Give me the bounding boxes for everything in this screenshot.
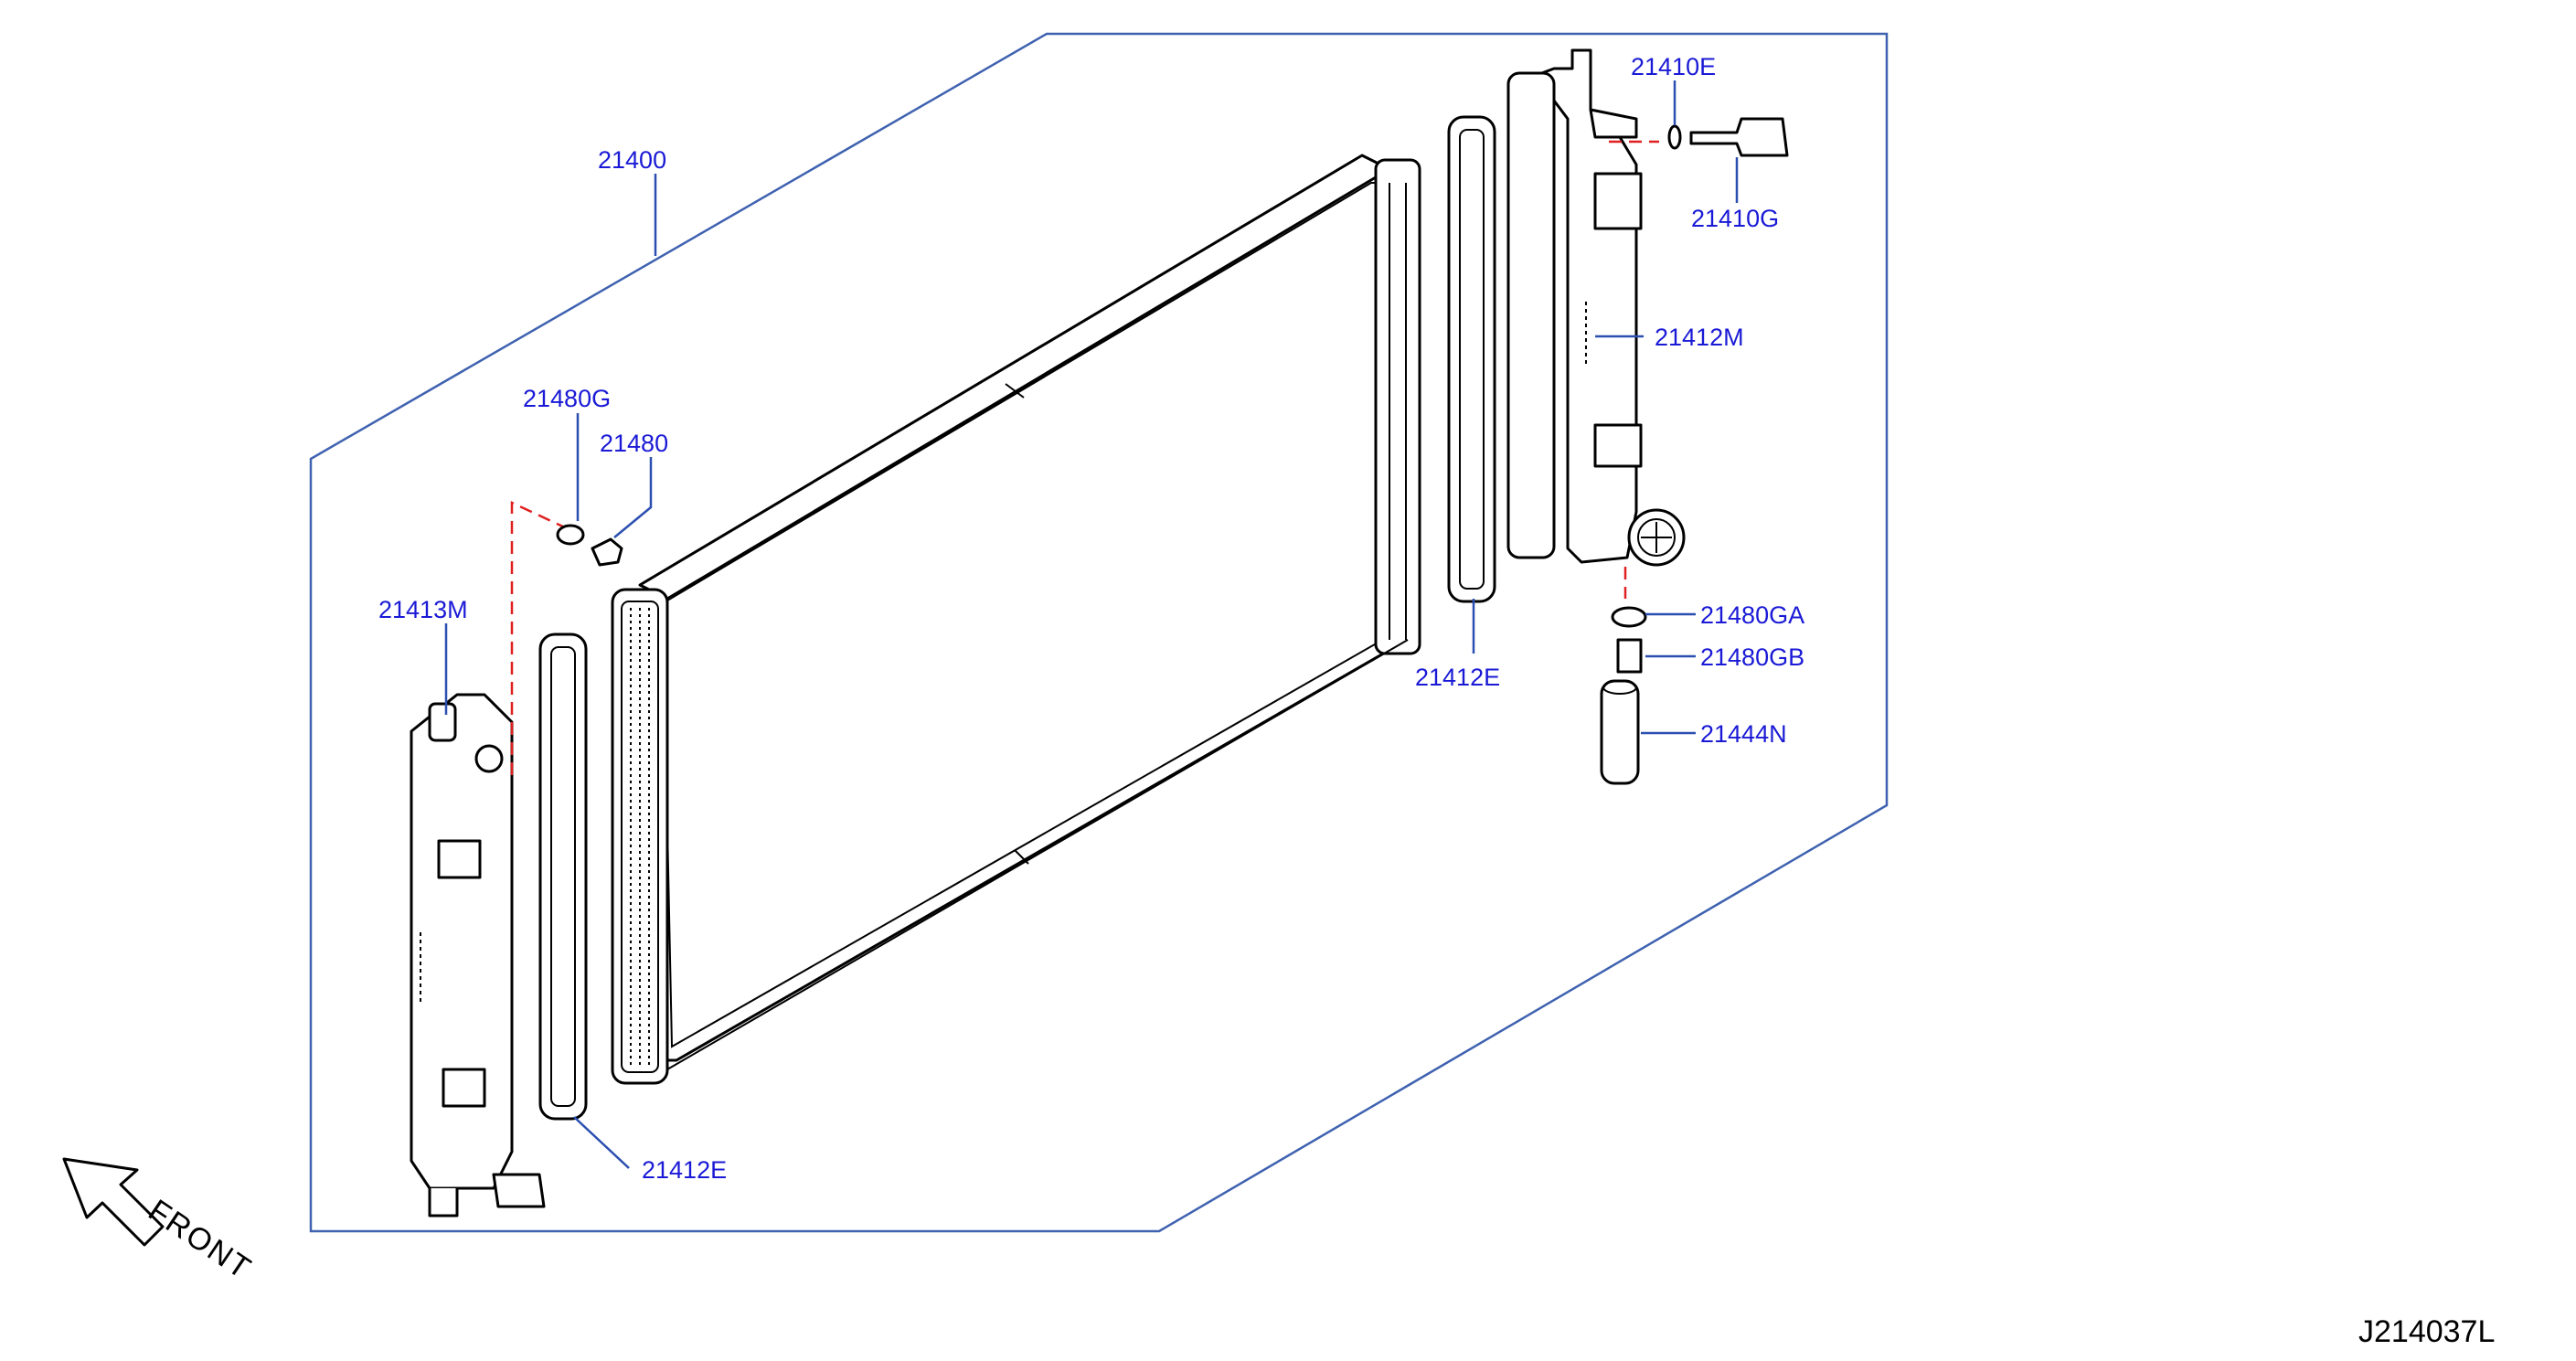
temperature-sensor[interactable] <box>1689 117 1789 157</box>
washer-top[interactable] <box>556 524 585 546</box>
gasket-left[interactable] <box>538 633 588 1121</box>
front-label: FRONT <box>143 1193 259 1287</box>
callout-21480GA[interactable]: 21480GA <box>1700 601 1804 629</box>
link-line-left <box>510 501 568 775</box>
front-arrow-icon <box>62 1157 165 1247</box>
callout-21412E-right[interactable]: 21412E <box>1415 664 1500 691</box>
callout-21412M[interactable]: 21412M <box>1655 324 1744 351</box>
gasket-right[interactable] <box>1447 115 1496 603</box>
left-tank[interactable] <box>410 693 546 1217</box>
callout-21410E[interactable]: 21410E <box>1631 53 1716 80</box>
callout-21400[interactable]: 21400 <box>598 146 666 174</box>
assembly-frame <box>309 32 1889 1233</box>
diagram-reference: J214037L <box>2358 1314 2495 1349</box>
right-tank[interactable] <box>1506 48 1686 567</box>
callout-21413M[interactable]: 21413M <box>378 596 468 623</box>
callout-21480G[interactable]: 21480G <box>523 385 611 412</box>
drain-plug-top[interactable] <box>591 537 623 567</box>
drain-hose[interactable] <box>1600 679 1640 785</box>
callout-21480GB[interactable]: 21480GB <box>1700 643 1804 671</box>
callout-21410G[interactable]: 21410G <box>1691 205 1779 232</box>
callout-21444N[interactable]: 21444N <box>1700 720 1787 748</box>
leader-lines <box>444 80 1739 1169</box>
radiator-core[interactable] <box>611 154 1421 1085</box>
washer-drain[interactable] <box>1611 606 1647 628</box>
callout-21480[interactable]: 21480 <box>600 430 668 457</box>
front-indicator: FRONT <box>62 1157 259 1287</box>
drain-plug[interactable] <box>1616 638 1643 674</box>
callout-21412E-left[interactable]: 21412E <box>642 1156 727 1184</box>
oring-sensor[interactable] <box>1667 124 1682 150</box>
